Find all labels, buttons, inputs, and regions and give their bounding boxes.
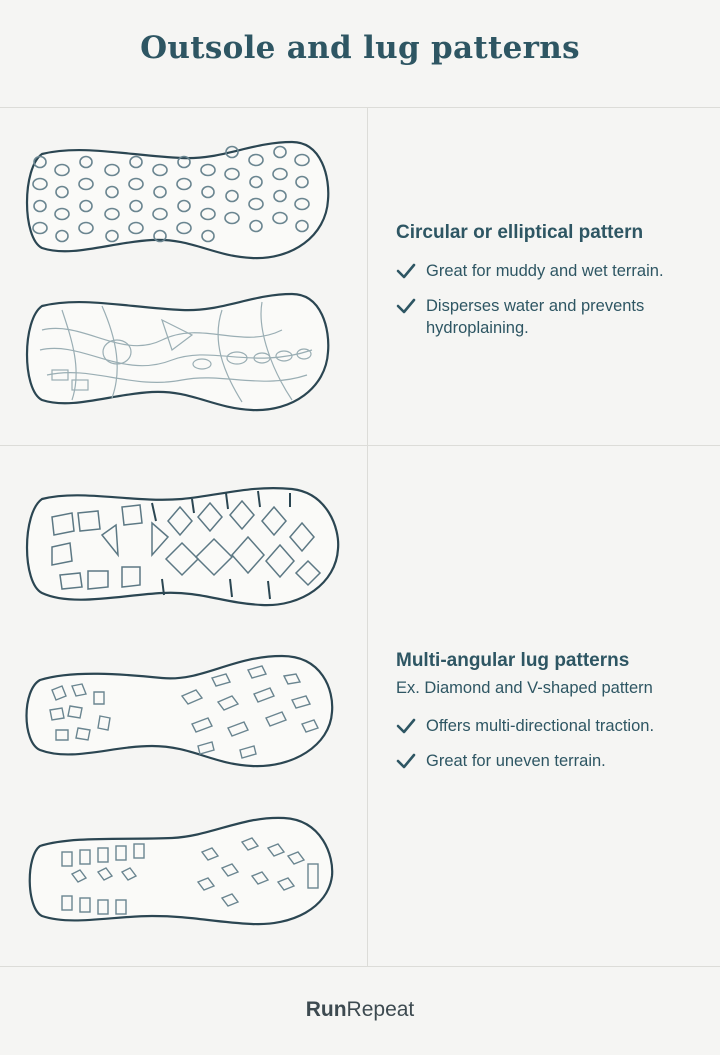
outsole-v-shaped-illustration: [22, 650, 337, 770]
brand-logo-regular: Repeat: [346, 998, 415, 1021]
checkmark-icon: [396, 298, 416, 314]
divider-middle: [0, 445, 720, 446]
list-item: Great for uneven terrain.: [396, 750, 706, 772]
outsole-diamond-illustration: [22, 483, 342, 611]
divider-vertical-1: [367, 107, 368, 445]
list-item: Offers multi-directional traction.: [396, 715, 706, 737]
outsole-multi-angular-illustration: [22, 812, 337, 932]
bullet-text: Great for uneven terrain.: [426, 752, 606, 770]
bullet-list: Offers multi-directional traction. Great…: [396, 715, 706, 772]
outsole-circular-illustration: [22, 138, 332, 263]
divider-bottom: [0, 966, 720, 967]
divider-top: [0, 107, 720, 108]
page-title: Outsole and lug patterns: [140, 30, 580, 66]
checkmark-icon: [396, 718, 416, 734]
checkmark-icon: [396, 263, 416, 279]
section-multi-angular-info: Multi-angular lug patterns Ex. Diamond a…: [396, 650, 706, 785]
section-circular-info: Circular or elliptical pattern Great for…: [396, 222, 706, 352]
outsole-elliptical-illustration: [22, 290, 332, 415]
bullet-text: Great for muddy and wet terrain.: [426, 262, 664, 280]
brand-logo: RunRepeat: [0, 998, 720, 1022]
bullet-text: Offers multi-directional traction.: [426, 717, 655, 735]
checkmark-icon: [396, 753, 416, 769]
divider-vertical-2: [367, 445, 368, 966]
section-subtitle: Ex. Diamond and V-shaped pattern: [396, 679, 653, 697]
brand-logo-bold: Run: [305, 998, 347, 1021]
bullet-text: Disperses water and prevents hydroplaini…: [426, 297, 645, 337]
section-heading: Multi-angular lug patterns: [396, 650, 630, 671]
list-item: Disperses water and prevents hydroplaini…: [396, 295, 706, 339]
bullet-list: Great for muddy and wet terrain. Dispers…: [396, 260, 706, 339]
section-heading: Circular or elliptical pattern: [396, 222, 644, 243]
list-item: Great for muddy and wet terrain.: [396, 260, 706, 282]
